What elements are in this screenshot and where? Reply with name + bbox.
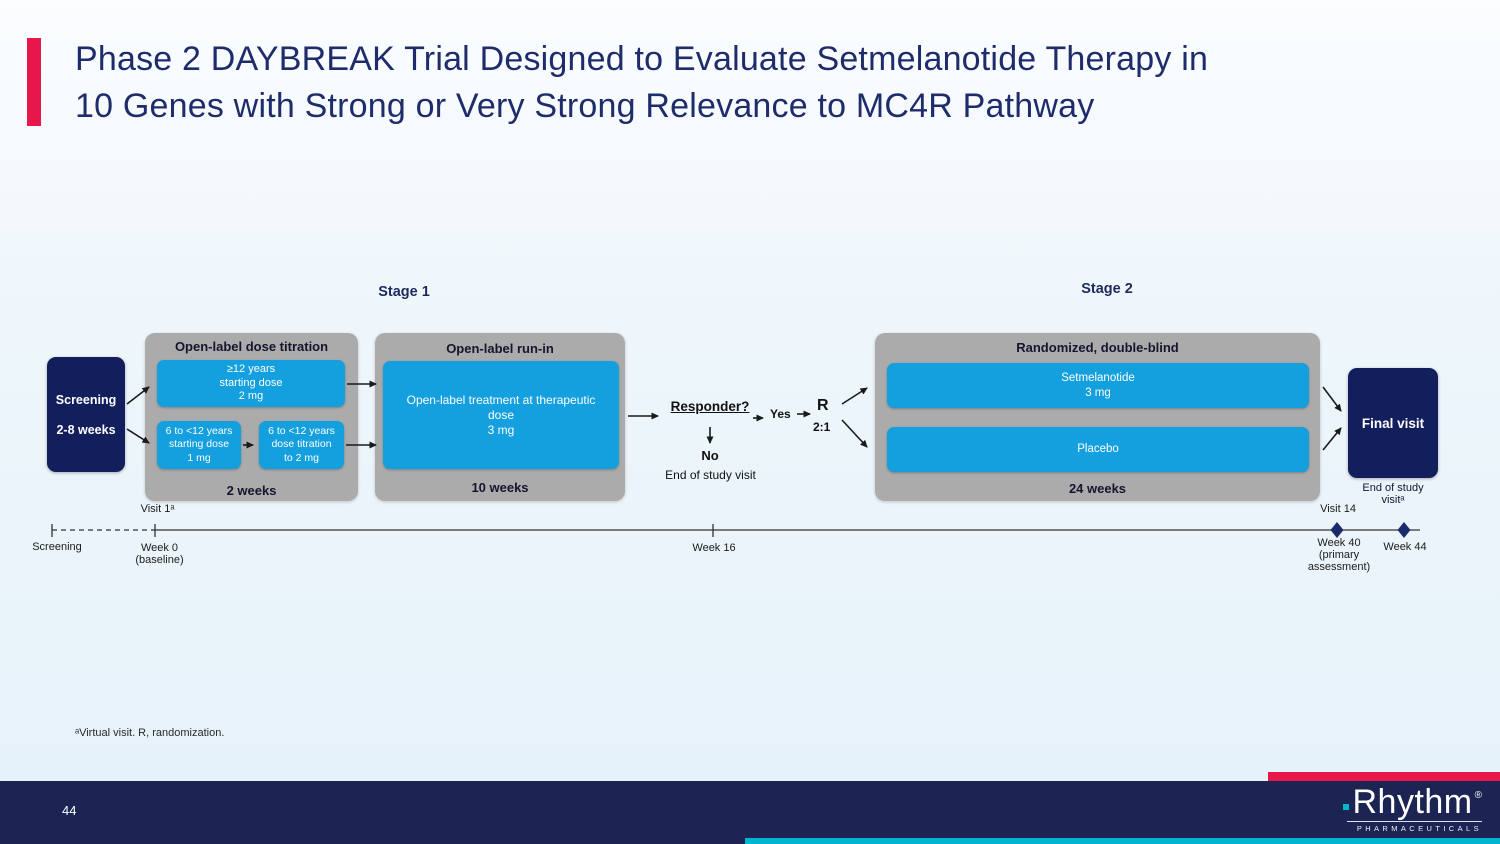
screening-box-duration: 2-8 weeks — [56, 422, 116, 437]
logo-teal-dot-icon — [1343, 804, 1350, 810]
dose-titration-duration: 2 weeks — [226, 483, 277, 498]
rhythm-logo: Rhythm ® PHARMACEUTICALS — [1292, 785, 1482, 833]
footer-bar — [0, 781, 1500, 844]
logo-brand-text: Rhythm — [1352, 783, 1473, 821]
stage-2-label: Stage 2 — [1081, 281, 1133, 297]
responder-yes-label: Yes — [770, 407, 791, 421]
logo-subtitle: PHARMACEUTICALS — [1347, 821, 1482, 833]
run-in-box: Open-label treatment at therapeutic dose… — [383, 361, 619, 469]
final-visit-box: Final visit — [1348, 368, 1438, 478]
page-number: 44 — [62, 803, 77, 818]
randomization-r-label: R — [817, 397, 829, 414]
timeline-visit1-label: Visit 1ᵃ — [140, 503, 175, 515]
screening-box-title: Screening — [55, 392, 117, 407]
run-in-duration: 10 weeks — [471, 480, 529, 495]
footnote: ᵃVirtual visit. R, randomization. — [75, 727, 225, 739]
dose-titration-panel — [145, 333, 358, 501]
responder-question: Responder? — [670, 399, 750, 414]
timeline-axis — [51, 524, 1420, 537]
week40-diamond-marker — [1330, 522, 1344, 538]
dose-box-6to12-titration: 6 to <12 years dose titration to 2 mg — [259, 421, 344, 469]
randomized-panel — [875, 333, 1320, 501]
screening-box: Screening 2-8 weeks — [47, 357, 125, 472]
timeline-week0-label: Week 0 (baseline) — [135, 542, 184, 566]
logo-registered-mark: ® — [1474, 790, 1482, 801]
end-of-study-note: End of study visitᵃ — [1362, 482, 1424, 506]
responder-no-label: No — [701, 448, 719, 463]
placebo-arm-box: Placebo — [887, 427, 1309, 472]
title-accent-bar — [27, 38, 41, 126]
dose-box-6to12-start: 6 to <12 years starting dose 1 mg — [157, 421, 241, 469]
run-in-header: Open-label run-in — [446, 341, 554, 356]
randomized-duration: 24 weeks — [1068, 481, 1127, 496]
responder-no-outcome: End of study visit — [665, 468, 756, 482]
week44-diamond-marker — [1397, 522, 1411, 538]
stage-1-label: Stage 1 — [378, 284, 430, 300]
slide-title: Phase 2 DAYBREAK Trial Designed to Evalu… — [75, 40, 1209, 125]
randomized-header: Randomized, double-blind — [1016, 340, 1179, 355]
footer-teal-strip — [745, 838, 1500, 844]
timeline-week16-label: Week 16 — [692, 542, 736, 554]
randomization-ratio: 2:1 — [813, 420, 831, 434]
footer-pink-strip — [1268, 772, 1500, 781]
timeline-screening-label: Screening — [32, 541, 82, 553]
timeline-week44-label: Week 44 — [1383, 541, 1427, 553]
dose-titration-header: Open-label dose titration — [174, 339, 329, 354]
timeline-week40-label: Week 40 (primary assessment) — [1307, 537, 1371, 573]
setmelanotide-arm-box: Setmelanotide 3 mg — [887, 363, 1309, 408]
timeline-visit14-label: Visit 14 — [1320, 503, 1356, 515]
dose-box-12plus: ≥12 years starting dose 2 mg — [157, 360, 345, 407]
